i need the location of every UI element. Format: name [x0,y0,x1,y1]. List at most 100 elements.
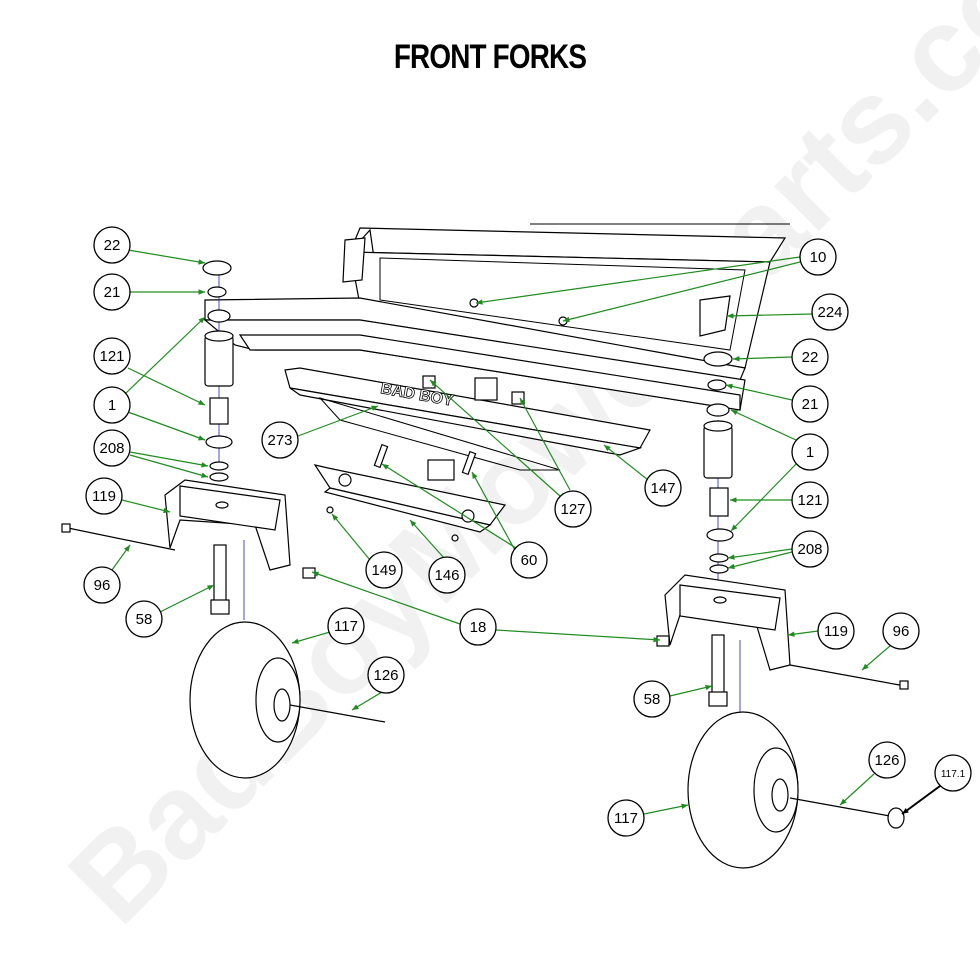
callout-label: 1 [108,397,116,414]
leader-arrowhead [201,462,208,468]
callout-119: 119 [817,612,855,650]
leader-arrowhead [730,497,737,503]
bracket-plate [313,375,525,542]
leader-arrowhead [332,514,339,521]
leader-line [669,685,713,697]
right-caster-assembly [656,351,909,869]
callout-18: 18 [459,608,497,646]
callout-58: 58 [125,600,163,638]
leader-lines [111,249,941,815]
callout-60: 60 [510,541,548,579]
leader-arrowhead [731,410,738,416]
callout-circle [868,741,906,779]
leader-line [519,397,571,491]
callout-208: 208 [791,530,829,568]
leader-line [732,356,793,360]
leader-line [475,256,801,304]
callout-circle [791,530,829,568]
watermark-text: BadBoyMowerParts.com [44,0,980,948]
leader-arrowhead [382,464,389,470]
callout-label: 21 [104,284,121,301]
callout-label: 60 [521,552,538,569]
callout-circle [93,429,131,467]
callout-224: 224 [811,293,849,331]
leader-arrowhead [410,520,417,527]
callout-label: 119 [92,488,116,505]
leader-line [730,461,799,532]
callout-label: 121 [797,492,822,509]
callout-label: 224 [817,304,842,321]
leader-arrowhead [705,684,712,691]
leader-arrowhead [733,356,740,362]
leader-arrowhead [292,638,299,644]
callout-label: 117 [614,810,638,827]
callout-126: 126 [868,741,906,779]
callout-circle [83,566,121,604]
callout-label: 96 [94,577,111,594]
leader-arrowhead [207,585,214,591]
callout-circle [327,607,365,645]
callout-126: 126 [367,656,405,694]
callout-circle [554,490,592,528]
leader-arrowhead [352,704,359,710]
callout-label: 208 [99,440,124,457]
leader-arrowhead [681,803,688,809]
callout-circle [791,338,829,376]
leader-line [429,379,561,497]
callout-circle [791,385,829,423]
leader-arrowhead [476,299,483,305]
leader-line [297,405,379,437]
leader-arrowhead [198,317,205,324]
leader-line [495,629,661,641]
callout-10: 10 [799,238,837,276]
callout-label: 126 [373,667,398,684]
callout-label: 21 [802,396,819,413]
callout-1: 1 [791,433,829,471]
callout-label: 96 [893,623,910,640]
callout-96: 96 [882,612,920,650]
callout-label: 149 [371,562,396,579]
leader-arrowhead [198,259,205,265]
callout-circle [799,238,837,276]
callout-circle [261,421,299,459]
callout-127: 127 [554,490,592,528]
callout-circle [428,556,466,594]
leader-arrowhead [371,405,378,411]
leader-line [726,313,813,317]
callout-label: 117 [334,618,358,635]
leader-line [643,804,689,815]
leader-arrowhead [198,399,205,405]
callout-117: 117 [607,799,645,837]
leader-line [603,444,649,481]
callout-label: 18 [470,619,487,636]
callout-label: 126 [874,752,899,769]
leader-line [291,631,331,644]
callout-circle [817,612,855,650]
callout-circle [93,386,131,424]
leader-arrowhead [728,563,735,570]
callout-circle [85,477,123,515]
callout-label: 1 [806,444,814,461]
callout-circle [367,656,405,694]
leader-line [129,454,209,478]
leader-arrowhead [124,545,130,552]
callout-label: 121 [99,348,124,365]
leader-line [901,785,941,815]
callout-label: 208 [797,541,822,558]
callout-146: 146 [428,556,466,594]
callout-22: 22 [791,338,829,376]
callout-117-1: 117.1 [934,754,972,792]
leader-arrowhead [520,398,526,405]
page-title: FRONT FORKS [393,38,587,76]
leader-line [730,409,797,441]
leader-line [331,513,371,561]
leader-arrowhead [902,807,909,814]
callout-label: 22 [802,349,819,366]
callout-119: 119 [85,477,123,515]
leader-arrowhead [862,663,869,670]
leader-line [129,451,209,467]
callout-label: 10 [810,249,827,266]
callout-121: 121 [93,337,131,375]
callout-circle [459,608,497,646]
callout-label: 147 [650,480,675,497]
